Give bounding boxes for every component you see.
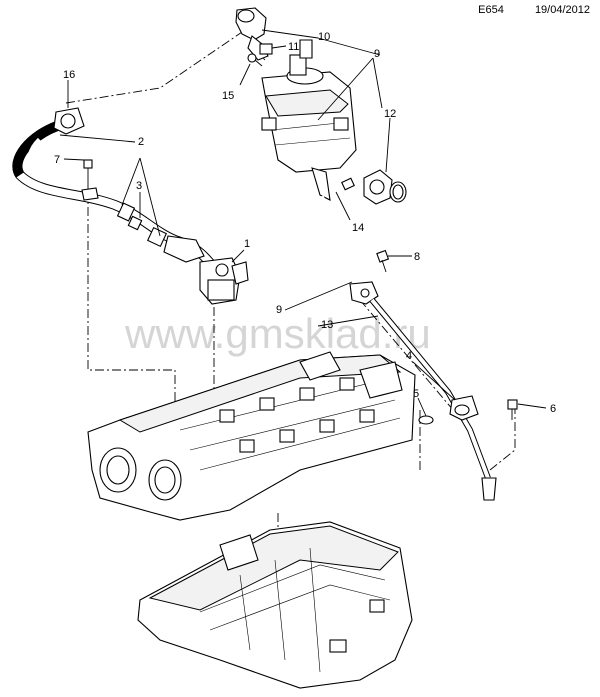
callout-6: 6 (550, 403, 556, 415)
diagram-header: E654 19/04/2012 (450, 4, 590, 16)
callout-12: 12 (384, 108, 396, 120)
callout-2: 2 (138, 136, 144, 148)
callout-15: 15 (222, 90, 234, 102)
callout-13: 13 (321, 319, 333, 331)
callout-5: 5 (413, 388, 419, 400)
callout-labels: 16 2 7 3 1 10 11 15 9 12 14 8 9 13 4 5 6 (54, 31, 556, 415)
watermark: www.gmsklad.ru (124, 310, 431, 357)
callout-8: 8 (414, 251, 420, 263)
callout-16: 16 (63, 69, 75, 81)
callout-3: 3 (136, 180, 142, 192)
pressure-sensor (199, 257, 249, 305)
callout-7: 7 (54, 154, 60, 166)
callout-11: 11 (288, 41, 299, 53)
dipstick-tube (369, 298, 518, 501)
diagram-code: E654 (478, 4, 504, 16)
vent-fitting (341, 169, 407, 205)
callout-9-bottom: 9 (276, 304, 282, 316)
oil-pan (137, 521, 413, 689)
leader-lines (59, 29, 547, 417)
callout-10: 10 (318, 31, 330, 43)
cylinder-head-cover (87, 351, 416, 521)
vent-pipe (320, 195, 379, 305)
callout-1: 1 (244, 238, 250, 250)
hose-clip (247, 43, 273, 67)
callout-14: 14 (352, 222, 364, 234)
callout-4: 4 (406, 350, 412, 362)
left-hose-assembly (12, 107, 216, 269)
bolt-8 (376, 249, 390, 273)
diagram-date: 19/04/2012 (534, 4, 590, 16)
callout-9-top: 9 (374, 48, 380, 60)
crankcase-vent-separator (261, 39, 357, 201)
